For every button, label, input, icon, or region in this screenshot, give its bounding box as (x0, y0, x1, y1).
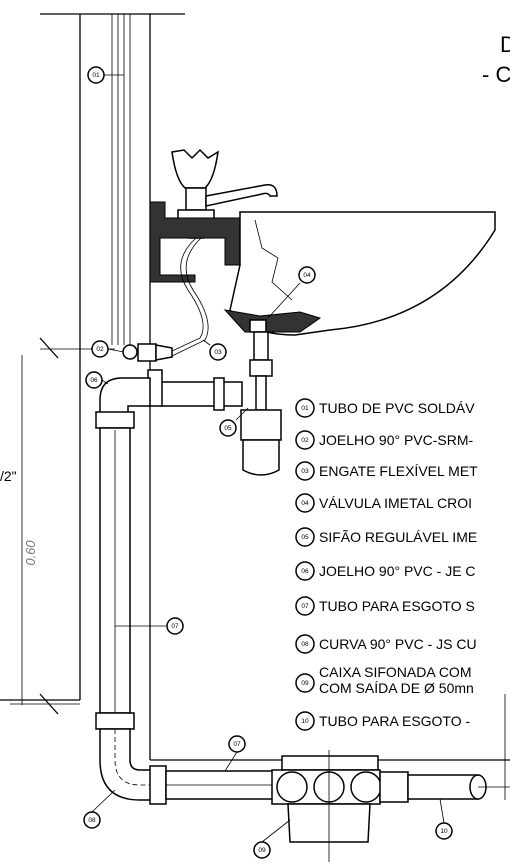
svg-text:01: 01 (301, 405, 309, 412)
legend-item-08: 08 CURVA 90° PVC - JS CU (295, 634, 477, 654)
svg-text:CAIXA SIFONADA COM: CAIXA SIFONADA COM (319, 664, 471, 680)
tag-01: 01 (87, 66, 105, 84)
tag-06: 06 (85, 371, 103, 389)
svg-text:02: 02 (96, 346, 104, 353)
header-line-1: D (500, 32, 510, 57)
svg-text:VÁLVULA IMETAL CROI: VÁLVULA IMETAL CROI (319, 495, 472, 511)
svg-text:07: 07 (171, 623, 179, 630)
svg-text:01: 01 (92, 72, 100, 79)
trap (240, 331, 282, 476)
svg-text:SIFÃO REGULÁVEL IME: SIFÃO REGULÁVEL IME (319, 529, 477, 545)
tag-07a: 07 (166, 617, 184, 635)
floor-drain (271, 750, 382, 862)
svg-text:07: 07 (301, 603, 309, 610)
svg-text:ENGATE FLEXÍVEL MET: ENGATE FLEXÍVEL MET (319, 463, 478, 479)
leader-lines (91, 74, 445, 843)
svg-text:TUBO PARA ESGOTO -: TUBO PARA ESGOTO - (319, 713, 471, 729)
tag-03: 03 (209, 343, 227, 361)
header-line-2: - C (482, 62, 510, 87)
tag-09: 09 (253, 841, 271, 859)
svg-text:JOELHO 90° PVC-SRM-: JOELHO 90° PVC-SRM- (319, 432, 474, 448)
legend-item-07: 07 TUBO PARA ESGOTO S (295, 596, 475, 616)
legend-item-05: 05 SIFÃO REGULÁVEL IME (295, 527, 477, 547)
svg-text:07: 07 (233, 741, 241, 748)
outlet-pipe (379, 694, 510, 803)
svg-text:TUBO PARA ESGOTO S: TUBO PARA ESGOTO S (319, 598, 475, 614)
legend-item-03: 03 ENGATE FLEXÍVEL MET (295, 461, 478, 481)
bottom-drain (99, 728, 277, 805)
branch-pipe (147, 369, 243, 411)
svg-text:03: 03 (214, 349, 222, 356)
svg-text:TUBO DE PVC SOLDÁV: TUBO DE PVC SOLDÁV (319, 400, 475, 416)
svg-text:05: 05 (224, 425, 232, 432)
sink (149, 201, 496, 336)
svg-text:COM SAÍDA DE Ø 50mn: COM SAÍDA DE Ø 50mn (319, 680, 474, 696)
svg-text:09: 09 (301, 680, 309, 687)
wall-valve (122, 343, 173, 362)
svg-text:10: 10 (301, 718, 309, 725)
tag-10: 10 (435, 822, 453, 840)
svg-text:06: 06 (301, 568, 309, 575)
dimension-fraction: /2" (0, 468, 17, 484)
svg-text:06: 06 (90, 377, 98, 384)
tag-07b: 07 (228, 735, 246, 753)
svg-text:JOELHO 90° PVC - JE C: JOELHO 90° PVC - JE C (319, 563, 476, 579)
dimension-height: 0.60 (23, 540, 38, 566)
vertical-drain (95, 377, 151, 730)
flex-hose (169, 237, 209, 357)
svg-text:05: 05 (301, 534, 309, 541)
tag-04: 04 (298, 266, 316, 284)
diagram-tags: 01 02 03 04 05 06 07 07 08 09 10 (83, 66, 453, 859)
svg-text:04: 04 (303, 272, 311, 279)
legend-item-01: 01 TUBO DE PVC SOLDÁV (295, 398, 475, 418)
svg-text:08: 08 (88, 817, 96, 824)
svg-text:CURVA 90° PVC - JS CU: CURVA 90° PVC - JS CU (319, 636, 477, 652)
legend-item-04: 04 VÁLVULA IMETAL CROI (295, 493, 472, 513)
legend-item-02: 02 JOELHO 90° PVC-SRM- (295, 430, 474, 450)
svg-text:10: 10 (440, 828, 448, 835)
svg-text:04: 04 (301, 500, 309, 507)
legend: 01 TUBO DE PVC SOLDÁV 02 JOELHO 90° PVC-SR… (295, 398, 478, 731)
legend-item-06: 06 JOELHO 90° PVC - JE C (295, 561, 476, 581)
svg-text:02: 02 (301, 437, 309, 444)
tag-08: 08 (83, 811, 101, 829)
svg-text:08: 08 (301, 641, 309, 648)
svg-text:09: 09 (258, 847, 266, 854)
legend-item-10: 10 TUBO PARA ESGOTO - (295, 711, 471, 731)
tag-05: 05 (219, 419, 237, 437)
tag-02: 02 (91, 340, 109, 358)
svg-text:03: 03 (301, 468, 309, 475)
